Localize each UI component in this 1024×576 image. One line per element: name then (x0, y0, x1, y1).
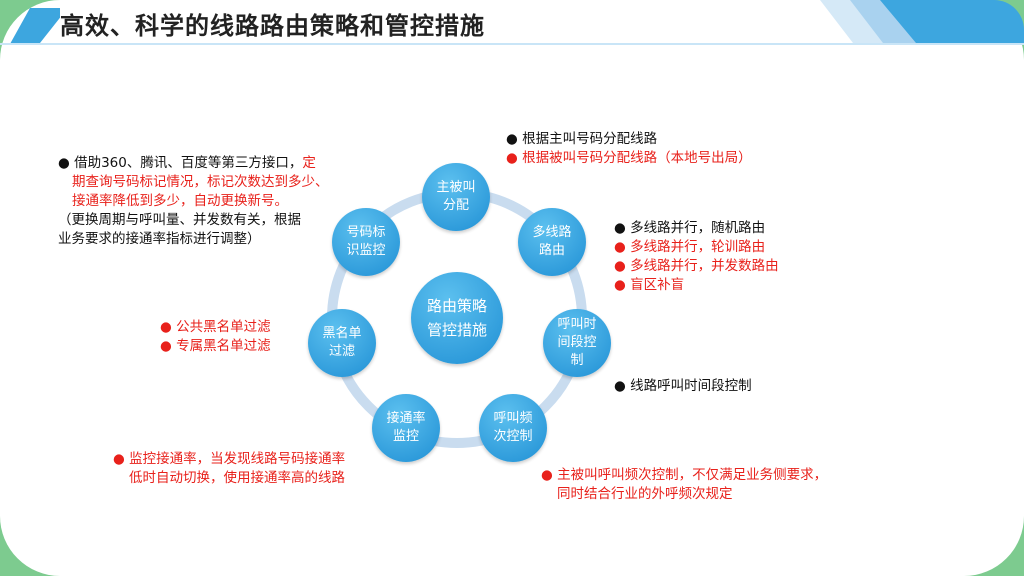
node-frequency: 呼叫频次控制 (479, 394, 547, 462)
header-divider (0, 43, 1024, 45)
header-bar (40, 0, 890, 43)
node-number-marking: 号码标识监控 (332, 208, 400, 276)
time-control-note: 线路呼叫时间段控制 (614, 377, 752, 396)
frequency-note: 主被叫呼叫频次控制，不仅满足业务侧要求， 同时结合行业的外呼频次规定 (541, 466, 827, 504)
connect-rate-note: 监控接通率，当发现线路号码接通率 低时自动切换，使用接通率高的线路 (113, 450, 345, 488)
number-marking-notes: 借助360、腾讯、百度等第三方接口，定 期查询号码标记情况，标记次数达到多少、 … (58, 154, 378, 249)
node-time-control: 呼叫时间段控制 (543, 309, 611, 377)
blacklist-notes: 公共黑名单过滤 专属黑名单过滤 (160, 318, 271, 356)
multi-route-notes: 多线路并行，随机路由 多线路并行，轮训路由 多线路并行，并发数路由 盲区补盲 (614, 219, 779, 295)
center-node: 路由策略管控措施 (411, 272, 503, 364)
allocation-notes: 根据主叫号码分配线路 根据被叫号码分配线路（本地号出局） (506, 130, 752, 168)
node-blacklist: 黑名单过滤 (308, 309, 376, 377)
node-connect-rate: 接通率监控 (372, 394, 440, 462)
node-multi-route: 多线路路由 (518, 208, 586, 276)
node-allocation: 主被叫分配 (422, 163, 490, 231)
page-title: 高效、科学的线路路由策略和管控措施 (60, 12, 485, 40)
